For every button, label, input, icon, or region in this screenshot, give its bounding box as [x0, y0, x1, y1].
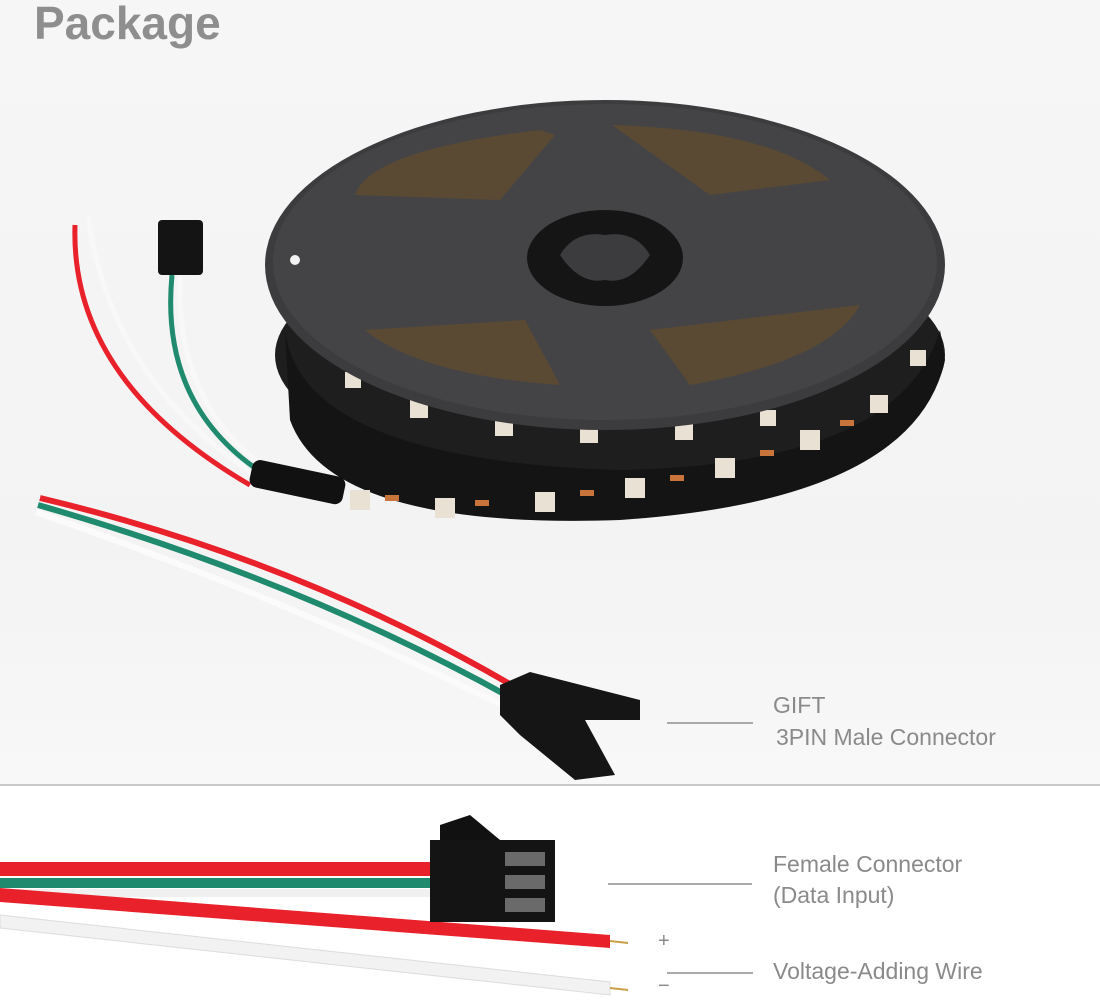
data-input-label: (Data Input): [773, 882, 895, 908]
led-strip-coil: [285, 330, 945, 521]
gift-label: GIFT: [773, 692, 826, 718]
female-connector-label: Female Connector: [773, 851, 963, 877]
male-connector-label: 3PIN Male Connector: [776, 724, 996, 750]
leader-line-female: [608, 883, 752, 885]
loose-connector-cable: [35, 495, 522, 713]
page-title: Package: [34, 0, 221, 49]
male-connector-gift: [500, 672, 640, 780]
heat-shrink: [249, 460, 346, 505]
strip-pads: [385, 420, 854, 506]
female-connector-top: [158, 220, 203, 275]
leader-line-voltage: [667, 972, 753, 974]
minus-sign: −: [658, 975, 670, 997]
plus-sign: +: [658, 930, 670, 952]
female-connector-wires: [0, 862, 629, 996]
strip-pigtail-wires: [72, 214, 264, 488]
section-divider: [0, 784, 1100, 786]
leader-line-male: [667, 722, 753, 724]
female-connector-bottom: [430, 815, 555, 922]
voltage-wire-label: Voltage-Adding Wire: [773, 958, 983, 984]
reel-cutouts: [355, 125, 860, 385]
